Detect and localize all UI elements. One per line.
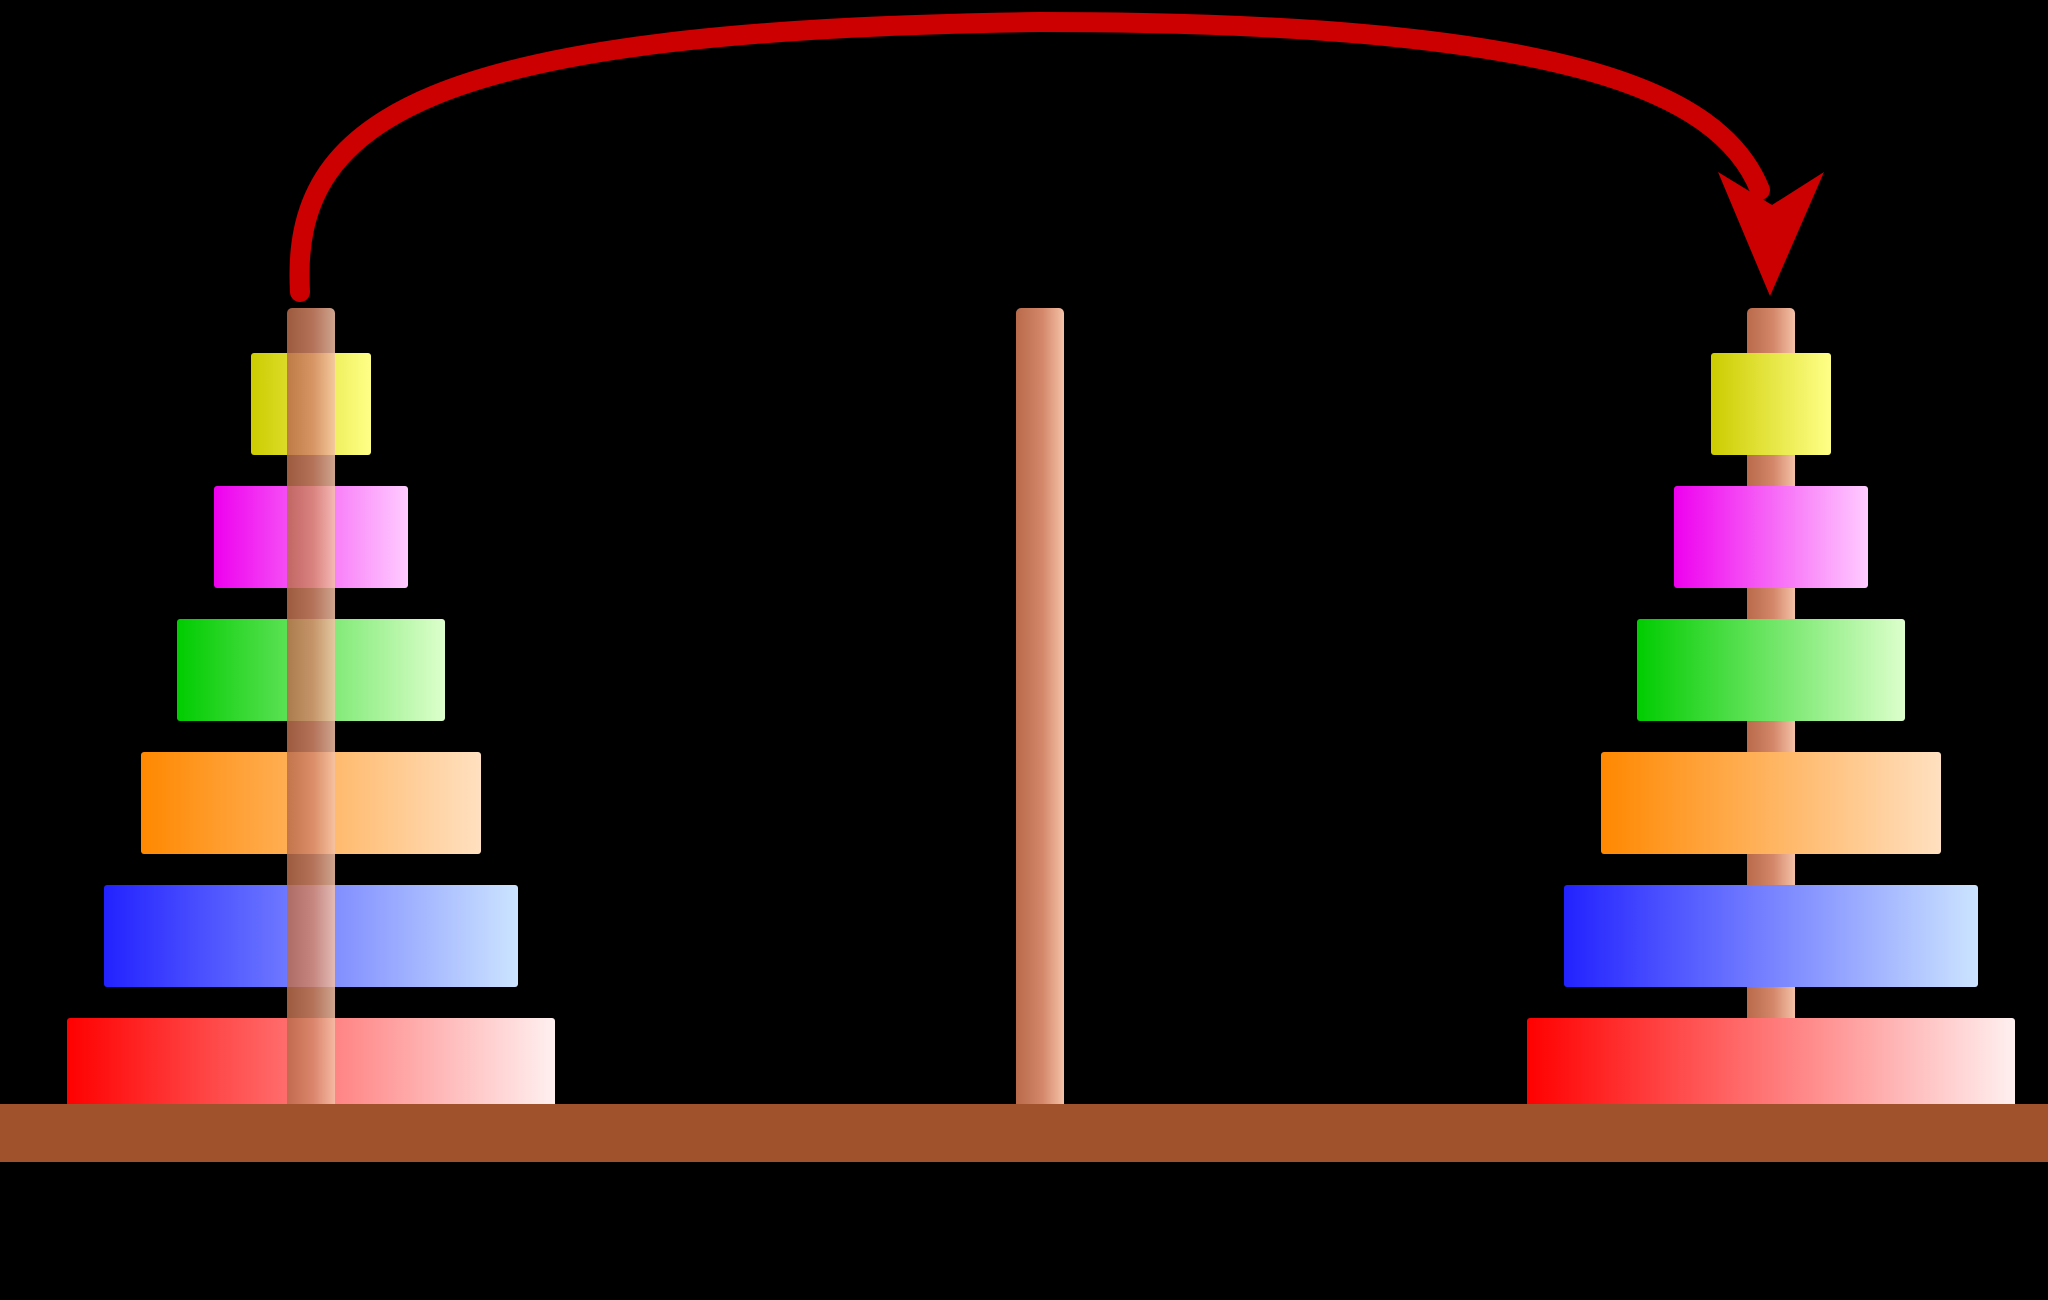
move-arrow-path <box>289 11 1770 302</box>
move-arrow-head <box>1718 172 1824 296</box>
base-board <box>0 1104 2048 1162</box>
right-disk-1 <box>1711 353 1831 455</box>
right-disk-5 <box>1564 885 1978 987</box>
right-disk-2 <box>1674 486 1868 588</box>
left-peg <box>287 308 335 1110</box>
right-disk-6 <box>1527 1018 2015 1120</box>
right-disk-3 <box>1637 619 1905 721</box>
middle-peg <box>1016 308 1064 1110</box>
move-arrow <box>289 11 1824 302</box>
right-tower-disks <box>1527 353 2015 1120</box>
right-disk-4 <box>1601 752 1941 854</box>
